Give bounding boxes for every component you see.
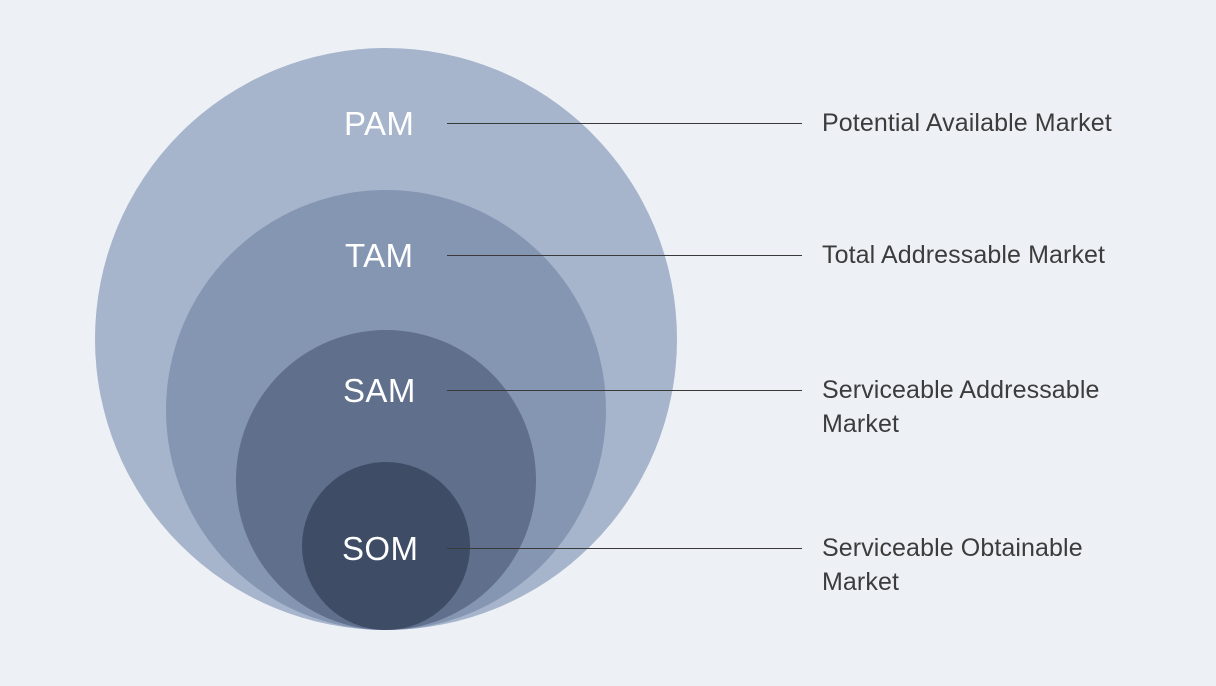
nested-circle-stack bbox=[95, 48, 677, 630]
description-sam: Serviceable Addressable Market bbox=[822, 376, 1100, 438]
acronym-label-sam: SAM bbox=[343, 372, 416, 409]
description-tam: Total Addressable Market bbox=[822, 241, 1106, 269]
acronym-label-som: SOM bbox=[342, 530, 419, 567]
circle-som[interactable] bbox=[302, 462, 470, 630]
connector-line-pam bbox=[447, 123, 802, 124]
connector-line-som bbox=[447, 548, 802, 549]
connector-line-sam bbox=[447, 390, 802, 391]
connector-line-tam bbox=[447, 255, 802, 256]
description-som: Serviceable Obtainable Market bbox=[822, 534, 1083, 596]
description-pam: Potential Available Market bbox=[822, 109, 1112, 137]
acronym-label-pam: PAM bbox=[344, 105, 415, 142]
acronym-label-tam: TAM bbox=[345, 237, 414, 274]
